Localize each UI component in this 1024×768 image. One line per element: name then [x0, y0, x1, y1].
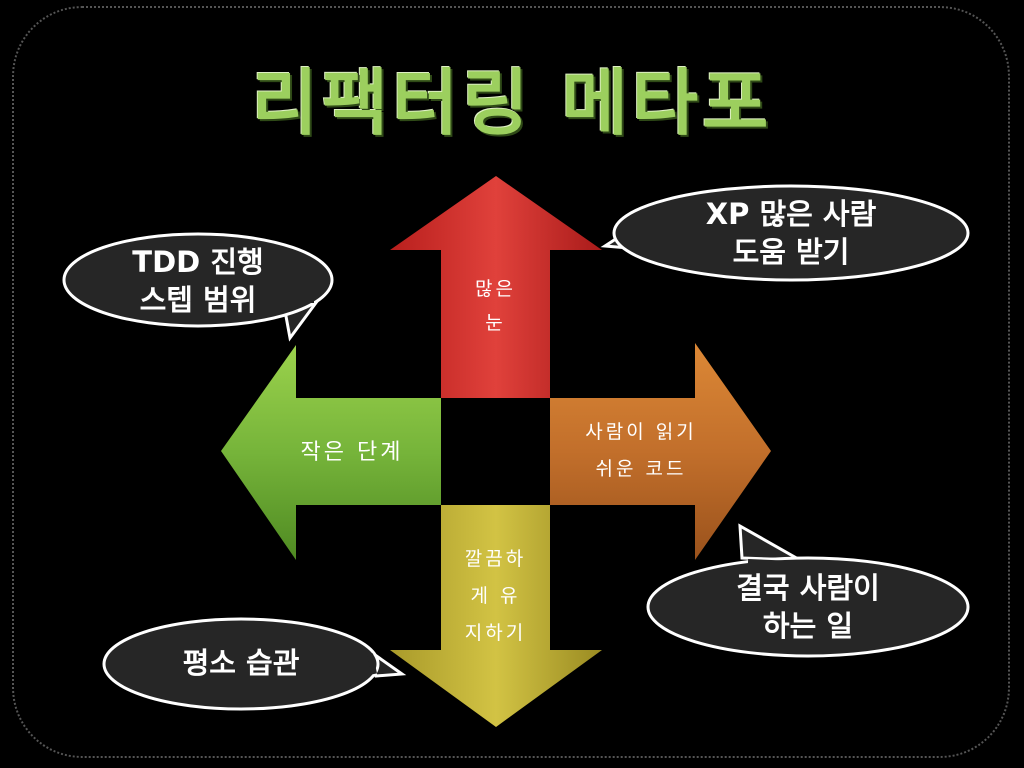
bubble-bottom-right-text: 결국 사람이 하는 일 [736, 571, 880, 643]
left-arrow-label: 작은 단계 [300, 439, 404, 465]
up-arrow-label: 많은 눈 [475, 278, 516, 334]
bubble-top-left [62, 232, 334, 342]
bubble-top-left-text: TDD 진행 스텝 범위 [132, 245, 264, 317]
bubble-bottom-right [646, 523, 970, 658]
bubble-top-right [600, 184, 970, 282]
bubble-top-right-text: XP 많은 사람 도움 받기 [705, 197, 877, 269]
rounded-border-frame [12, 6, 1010, 758]
bubble-bottom-left-text: 평소 습관 [182, 646, 300, 680]
right-arrow-label: 사람이 읽기 쉬운 코드 [585, 421, 697, 480]
right-arrow [550, 343, 771, 560]
down-arrow [390, 505, 602, 727]
bubble-bottom-left [102, 617, 407, 711]
up-arrow [390, 176, 602, 398]
down-arrow-label: 깔끔하 게 유 지하기 [464, 547, 527, 644]
slide-title: 리팩터링 메타포 [251, 61, 773, 145]
left-arrow [221, 345, 441, 560]
